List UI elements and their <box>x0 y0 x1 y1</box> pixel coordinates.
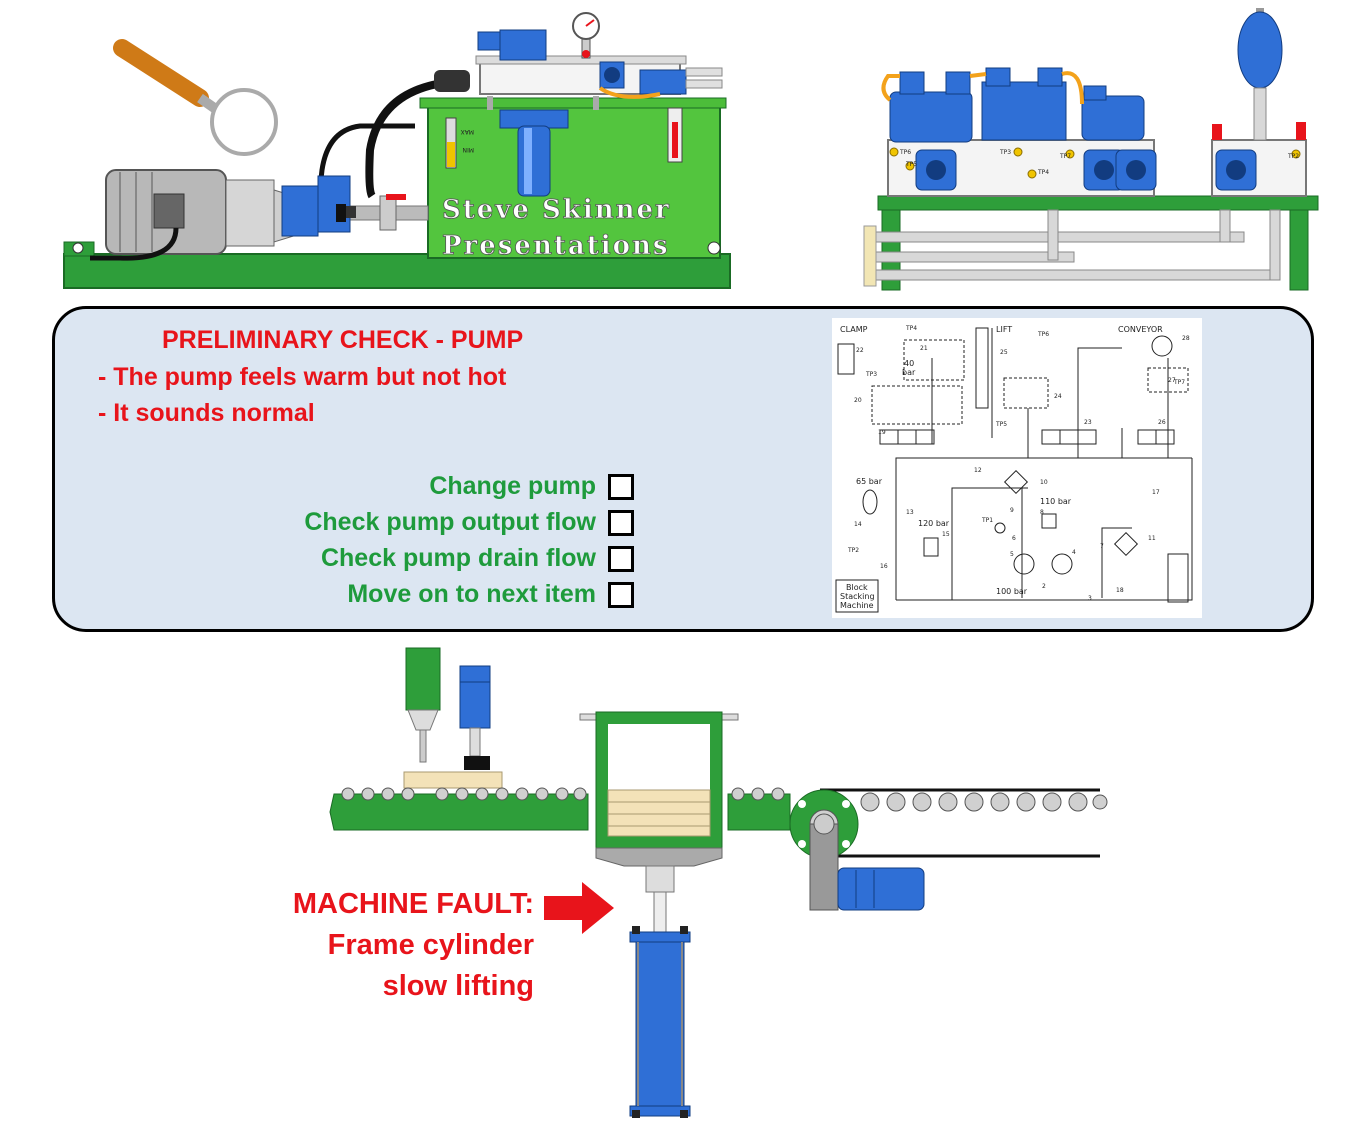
schem-n13: 13 <box>906 509 914 516</box>
change-pump-checkbox[interactable] <box>608 473 634 500</box>
check-output-flow-checkbox[interactable] <box>608 509 634 536</box>
schem-n10: 10 <box>1040 479 1048 486</box>
schem-block-2: Stacking <box>840 592 875 601</box>
schem-tp3: TP3 <box>865 371 877 378</box>
schem-n26: 26 <box>1158 419 1166 426</box>
option-check-output-flow[interactable]: Check pump output flow <box>304 508 634 537</box>
schem-n3: 3 <box>1088 595 1092 602</box>
schem-n19: 19 <box>878 429 886 436</box>
hydraulic-pump <box>281 175 356 237</box>
schem-label-conveyor: CONVEYOR <box>1118 325 1163 334</box>
schem-n28: 28 <box>1182 335 1190 342</box>
fault-line-2: slow lifting <box>382 970 534 1002</box>
manifold-tp7-label: TP7 <box>1059 153 1071 160</box>
level-max-label: MAX <box>461 128 474 135</box>
schem-tp7: TP7 <box>1173 379 1185 386</box>
schem-n2: 2 <box>1042 583 1046 590</box>
schem-label-110: 110 bar <box>1040 497 1072 506</box>
electric-motor <box>90 169 301 261</box>
manifold-tp4-label: TP4 <box>1037 169 1049 176</box>
level-min-label: MIN <box>463 146 474 153</box>
schem-label-lift: LIFT <box>996 325 1012 334</box>
manifold-tp6-label: TP6 <box>899 149 911 156</box>
schem-n5: 5 <box>1010 551 1014 558</box>
schem-tp6: TP6 <box>1037 331 1049 338</box>
fault-arrow-icon <box>544 882 614 934</box>
power-unit-illustration: MAX MIN <box>63 12 731 289</box>
schem-n25: 25 <box>1000 349 1008 356</box>
schem-label-100: 100 bar <box>996 587 1028 596</box>
observation-2: - It sounds normal <box>98 399 315 427</box>
workpiece <box>403 771 503 789</box>
check-drain-flow-checkbox[interactable] <box>608 545 634 572</box>
schem-n24: 24 <box>1054 393 1062 400</box>
frame-cylinder <box>629 891 691 1118</box>
move-on-checkbox[interactable] <box>608 581 634 608</box>
option-label: Change pump <box>429 472 596 500</box>
power-unit-base <box>63 253 731 289</box>
option-label: Check pump output flow <box>304 508 596 536</box>
solenoid-valve <box>499 29 547 61</box>
manifold-tp2-label: TP2 <box>1287 153 1299 160</box>
option-check-drain-flow[interactable]: Check pump drain flow <box>321 544 634 573</box>
schem-n12: 12 <box>974 467 982 474</box>
option-label: Check pump drain flow <box>320 544 596 572</box>
schem-label-65: 65 bar <box>856 477 883 486</box>
schem-n14: 14 <box>854 521 862 528</box>
schem-n16: 16 <box>880 563 888 570</box>
schem-n22: 22 <box>856 347 864 354</box>
watermark-line-2: Presentations <box>442 231 670 261</box>
schem-n4: 4 <box>1072 549 1076 556</box>
return-filter <box>499 109 569 197</box>
manifold-tp5-label: TP5 <box>905 161 917 168</box>
schem-n18: 18 <box>1116 587 1124 594</box>
observation-1: - The pump feels warm but not hot <box>98 363 507 391</box>
schem-block-3: Machine <box>840 601 874 610</box>
schem-n20: 20 <box>854 397 862 404</box>
pressure-gauge <box>572 12 600 59</box>
hydraulic-schematic: CLAMP LIFT CONVEYOR 40 bar 65 bar 120 ba… <box>832 318 1202 618</box>
schem-tp4: TP4 <box>905 325 917 332</box>
option-move-on[interactable]: Move on to next item <box>347 580 634 609</box>
schem-label-120: 120 bar <box>918 519 950 528</box>
schem-n27: 27 <box>1168 377 1176 384</box>
watermark-line-1: Steve Skinner <box>442 195 671 225</box>
belt-conveyor <box>789 788 1108 911</box>
magnifier-icon <box>113 39 278 156</box>
clamp-cylinder <box>459 665 491 770</box>
schem-label-40: 40 <box>904 359 914 368</box>
schem-n6: 6 <box>1012 535 1016 542</box>
level-gauge: MAX MIN <box>445 117 474 169</box>
schem-n9: 9 <box>1010 507 1014 514</box>
accumulator <box>1212 8 1306 141</box>
fault-line-1: Frame cylinder <box>327 929 534 961</box>
schem-label-bar: bar <box>902 368 916 377</box>
option-change-pump[interactable]: Change pump <box>429 472 634 501</box>
schem-n21: 21 <box>920 345 928 352</box>
schem-block-1: Block <box>846 583 868 592</box>
option-label: Move on to next item <box>347 580 596 608</box>
schem-n7: 7 <box>1100 543 1104 550</box>
schem-tp5: TP5 <box>995 421 1007 428</box>
manifold-stand-illustration: TP6 TP5 TP3 TP4 TP7 TP2 <box>863 8 1319 291</box>
schem-n15: 15 <box>942 531 950 538</box>
schem-n23: 23 <box>1084 419 1092 426</box>
schem-n8: 8 <box>1040 509 1044 516</box>
drill-head <box>405 647 441 711</box>
schem-n11: 11 <box>1148 535 1156 542</box>
stacking-frame <box>579 711 739 893</box>
schem-tp2: TP2 <box>847 547 859 554</box>
stand-top <box>877 195 1319 211</box>
schem-n17: 17 <box>1152 489 1160 496</box>
schem-label-clamp: CLAMP <box>840 325 868 334</box>
schem-tp1: TP1 <box>981 517 993 524</box>
machine-illustration <box>329 647 1108 1118</box>
fault-title: MACHINE FAULT: <box>292 888 534 920</box>
manifold-tp3-label: TP3 <box>999 149 1011 156</box>
check-heading: PRELIMINARY CHECK - PUMP <box>162 326 524 354</box>
